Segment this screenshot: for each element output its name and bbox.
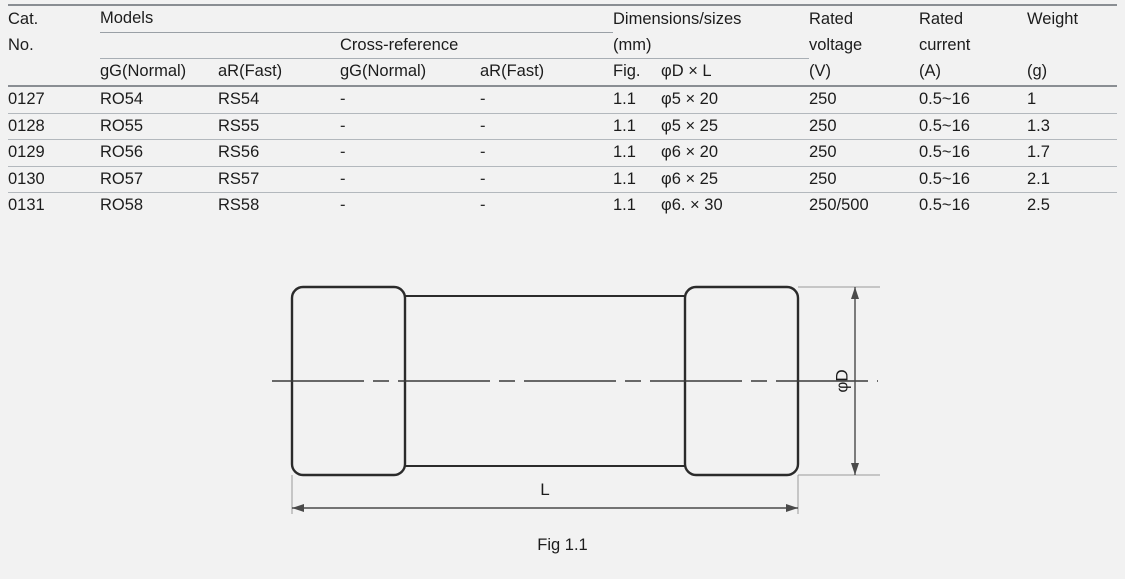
cell-xref-gg: - — [340, 143, 346, 162]
cell-current: 0.5~16 — [919, 89, 970, 108]
table-row: 0129 RO56 RS56 - - 1.1 φ6 × 20 250 0.5~1… — [8, 140, 1117, 167]
header-fig: Fig. — [613, 62, 641, 81]
cell-xref-ar: - — [480, 116, 486, 135]
cell-voltage: 250/500 — [809, 196, 869, 215]
header-cat-no-line2: No. — [8, 36, 34, 55]
cell-dim: φ5 × 25 — [661, 116, 719, 135]
table-header-row-3: gG(Normal) aR(Fast) gG(Normal) aR(Fast) … — [8, 59, 1117, 86]
header-rated-voltage-line1: Rated — [809, 9, 854, 28]
cell-model-ar: RS58 — [218, 196, 260, 215]
table-header-row-2: No. Cross-reference (mm) voltage current — [8, 32, 1117, 60]
cell-voltage: 250 — [809, 89, 837, 108]
cell-current: 0.5~16 — [919, 143, 970, 162]
header-models: Models — [100, 5, 613, 33]
cell-weight: 1.3 — [1027, 116, 1050, 135]
header-rated-current-line1: Rated — [919, 9, 964, 28]
header-rated-current-line2: current — [919, 36, 971, 55]
header-dimensions-line1: Dimensions/sizes — [613, 9, 742, 28]
header-weight-unit: (g) — [1027, 62, 1048, 81]
length-dimension: L — [292, 480, 798, 512]
cell-xref-ar: - — [480, 143, 486, 162]
header-xref-ar: aR(Fast) — [480, 62, 545, 81]
header-rated-voltage-unit: (V) — [809, 62, 831, 81]
cell-model-gg: RO58 — [100, 196, 144, 215]
cell-model-gg: RO57 — [100, 169, 144, 188]
cell-dim: φ6 × 25 — [661, 169, 719, 188]
header-models-ar: aR(Fast) — [218, 62, 283, 81]
cell-weight: 1 — [1027, 89, 1037, 108]
cell-cat-no: 0128 — [8, 116, 45, 135]
cell-model-ar: RS55 — [218, 116, 260, 135]
header-weight: Weight — [1027, 9, 1079, 28]
fuse-drawing-svg: φD L — [272, 285, 880, 514]
cell-fig: 1.1 — [613, 169, 636, 188]
arrow-right-icon — [786, 504, 798, 512]
header-dimensions-line2: (mm) — [613, 32, 809, 60]
cell-weight: 2.1 — [1027, 169, 1050, 188]
cell-model-ar: RS56 — [218, 143, 260, 162]
cell-voltage: 250 — [809, 169, 837, 188]
cell-fig: 1.1 — [613, 196, 636, 215]
cell-fig: 1.1 — [613, 89, 636, 108]
cell-dim: φ6 × 20 — [661, 143, 719, 162]
cell-xref-ar: - — [480, 169, 486, 188]
cell-fig: 1.1 — [613, 143, 636, 162]
cell-model-gg: RO55 — [100, 116, 144, 135]
cell-weight: 1.7 — [1027, 143, 1050, 162]
table-row: 0127 RO54 RS54 - - 1.1 φ5 × 20 250 0.5~1… — [8, 86, 1117, 113]
header-xref-gg: gG(Normal) — [340, 62, 427, 81]
cell-cat-no: 0129 — [8, 143, 45, 162]
header-spacer-2 — [218, 32, 340, 60]
cell-xref-ar: - — [480, 89, 486, 108]
header-rated-current-unit: (A) — [919, 62, 941, 81]
cell-weight: 2.5 — [1027, 196, 1050, 215]
cell-model-gg: RO56 — [100, 143, 144, 162]
cell-fig: 1.1 — [613, 116, 636, 135]
table-row: 0128 RO55 RS55 - - 1.1 φ5 × 25 250 0.5~1… — [8, 113, 1117, 140]
cell-voltage: 250 — [809, 143, 837, 162]
header-spacer-1 — [100, 32, 218, 60]
cell-xref-gg: - — [340, 89, 346, 108]
spec-table-container: Cat. Models Dimensions/sizes Rated Rated… — [8, 4, 1117, 219]
header-dim-formula: φD × L — [661, 62, 712, 81]
header-cat-no-line1: Cat. — [8, 9, 39, 28]
header-cross-reference: Cross-reference — [340, 32, 613, 60]
cell-xref-gg: - — [340, 116, 346, 135]
cell-voltage: 250 — [809, 116, 837, 135]
diameter-label: φD — [832, 369, 851, 392]
header-weight-spacer — [1027, 32, 1117, 59]
cell-dim: φ5 × 20 — [661, 89, 719, 108]
cell-cat-no: 0130 — [8, 169, 45, 188]
cell-model-gg: RO54 — [100, 89, 144, 108]
header-cat-no-spacer — [8, 59, 100, 86]
arrow-down-icon — [851, 463, 859, 475]
header-models-gg: gG(Normal) — [100, 62, 187, 81]
cell-xref-gg: - — [340, 196, 346, 215]
fuse-dimension-diagram: φD L Fig 1.1 — [0, 262, 1125, 579]
figure-caption: Fig 1.1 — [537, 536, 588, 554]
arrow-left-icon — [292, 504, 304, 512]
header-rated-voltage-line2: voltage — [809, 36, 863, 55]
cell-cat-no: 0131 — [8, 196, 45, 215]
table-row: 0130 RO57 RS57 - - 1.1 φ6 × 25 250 0.5~1… — [8, 166, 1117, 193]
cell-xref-gg: - — [340, 169, 346, 188]
cell-cat-no: 0127 — [8, 89, 45, 108]
table-header-row-1: Cat. Models Dimensions/sizes Rated Rated… — [8, 5, 1117, 33]
cell-current: 0.5~16 — [919, 116, 970, 135]
arrow-up-icon — [851, 287, 859, 299]
cell-current: 0.5~16 — [919, 196, 970, 215]
length-label: L — [540, 480, 549, 499]
diameter-dimension: φD — [832, 287, 859, 475]
cell-model-ar: RS57 — [218, 169, 260, 188]
cell-dim: φ6. × 30 — [661, 196, 723, 215]
cell-current: 0.5~16 — [919, 169, 970, 188]
cell-xref-ar: - — [480, 196, 486, 215]
cell-model-ar: RS54 — [218, 89, 260, 108]
fuse-spec-table: Cat. Models Dimensions/sizes Rated Rated… — [8, 4, 1117, 219]
fuse-body-tube — [398, 295, 692, 467]
table-row: 0131 RO58 RS58 - - 1.1 φ6. × 30 250/500 … — [8, 193, 1117, 219]
